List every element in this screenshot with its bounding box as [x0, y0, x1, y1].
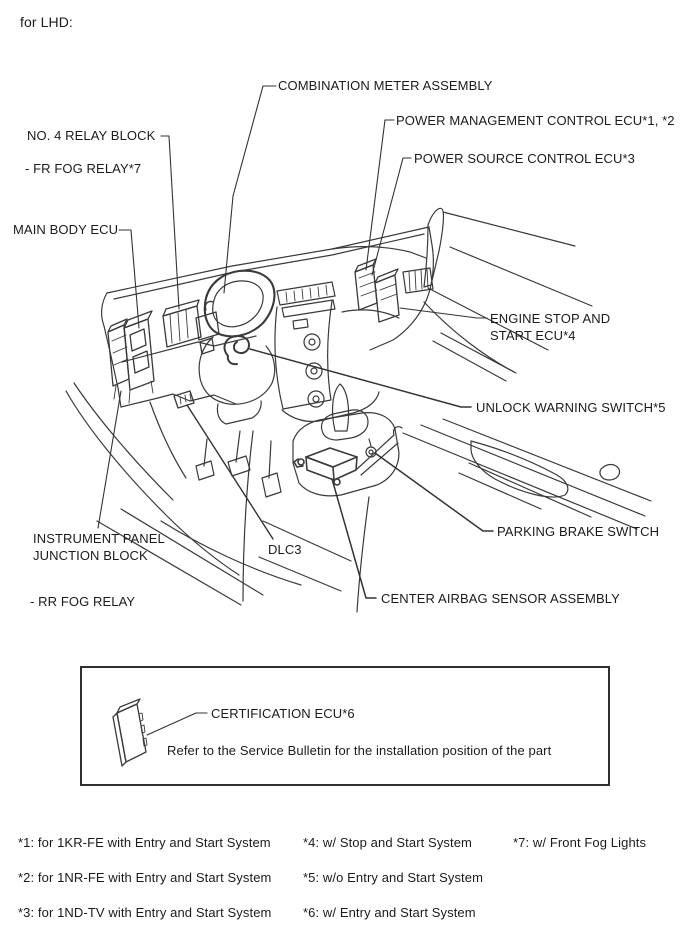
label-fr-fog-relay: - FR FOG RELAY*7 — [25, 161, 142, 176]
label-power-source-control-ecu: POWER SOURCE CONTROL ECU*3 — [414, 151, 635, 166]
variant-title: for LHD: — [20, 14, 73, 30]
leader-certification-ecu — [146, 712, 208, 736]
unlock-warning-switch-drawing — [223, 335, 250, 366]
footnote-7: *7: w/ Front Fog Lights — [513, 835, 647, 850]
label-certification-ecu: CERTIFICATION ECU*6 — [211, 706, 355, 721]
label-engine-stop-and-start-ecu: ENGINE STOP AND START ECU*4 — [490, 311, 611, 343]
label-combination-meter-assembly: COMBINATION METER ASSEMBLY — [278, 78, 493, 93]
leader-combination-meter — [223, 85, 277, 294]
label-dlc3: DLC3 — [268, 542, 302, 557]
label-main-body-ecu: MAIN BODY ECU — [13, 222, 119, 237]
label-instrument-panel-junction-block: INSTRUMENT PANEL JUNCTION BLOCK — [33, 531, 165, 563]
left-junction-block-drawings — [107, 310, 155, 404]
leader-main-body-ecu — [118, 229, 140, 329]
footnote-3: *3: for 1ND-TV with Entry and Start Syst… — [18, 905, 272, 920]
leader-junction-block — [97, 390, 122, 529]
label-power-management-control-ecu: POWER MANAGEMENT CONTROL ECU*1, *2 — [396, 113, 675, 128]
certification-note: Refer to the Service Bulletin for the in… — [167, 743, 552, 758]
certification-ecu-drawing — [112, 698, 148, 767]
leader-dlc3 — [186, 404, 274, 540]
label-rr-fog-relay: - RR FOG RELAY — [30, 594, 136, 609]
footnote-5: *5: w/o Entry and Start System — [303, 870, 484, 885]
label-unlock-warning-switch: UNLOCK WARNING SWITCH*5 — [476, 400, 666, 415]
dashboard-line-art — [65, 207, 652, 613]
footnote-1: *1: for 1KR-FE with Entry and Start Syst… — [18, 835, 271, 850]
leader-power-management-ecu — [365, 119, 395, 271]
leader-unlock-warning-switch — [249, 348, 472, 408]
leader-no4-relay-block — [160, 135, 180, 310]
footnote-2: *2: for 1NR-FE with Entry and Start Syst… — [18, 870, 272, 885]
label-parking-brake-switch: PARKING BRAKE SWITCH — [497, 524, 660, 539]
leader-center-airbag-sensor — [331, 478, 377, 599]
dlc3-connector-drawing — [173, 390, 195, 409]
label-no4-relay-block: NO. 4 RELAY BLOCK — [27, 128, 156, 143]
footnote-6: *6: w/ Entry and Start System — [303, 905, 476, 920]
leader-parking-brake-switch — [374, 452, 494, 532]
power-ecu-drawings — [354, 258, 400, 323]
leader-lines — [97, 85, 494, 736]
leader-power-source-ecu — [371, 157, 412, 276]
leader-engine-stop-start-ecu — [399, 307, 488, 319]
component-part-drawings — [107, 258, 400, 486]
certification-inset-box — [80, 666, 610, 786]
footnote-4: *4: w/ Stop and Start System — [303, 835, 472, 850]
no4-relay-block-drawing — [162, 299, 220, 355]
label-center-airbag-sensor-assembly: CENTER AIRBAG SENSOR ASSEMBLY — [381, 591, 620, 606]
airbag-sensor-drawing — [293, 447, 358, 486]
